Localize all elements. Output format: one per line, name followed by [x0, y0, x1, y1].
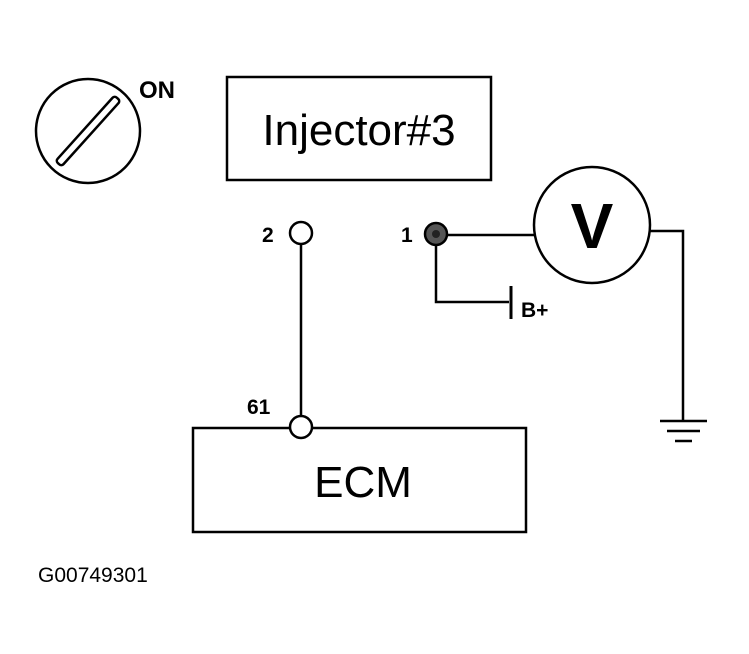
connector-pin-2: 2 — [262, 220, 314, 247]
wiring — [299, 229, 685, 421]
ignition-switch: ON — [34, 77, 175, 185]
injector-box — [225, 75, 493, 182]
pin-2-terminal — [288, 220, 314, 246]
connector-pin-1: 1 — [401, 221, 449, 247]
injector-component: Injector#3 — [225, 75, 493, 182]
battery-label: B+ — [521, 299, 548, 322]
ecm-component: ECM 61 — [191, 396, 528, 534]
ecm-label: ECM — [314, 458, 412, 507]
wire-voltmeter-to-ground — [650, 229, 685, 421]
ignition-key-slot-icon — [55, 95, 121, 167]
voltmeter: V — [532, 165, 652, 285]
wire-pin1-to-battery — [434, 245, 509, 304]
ground-icon — [660, 419, 707, 443]
figure-code: G00749301 — [38, 564, 148, 587]
ecm-pin-label: 61 — [247, 396, 271, 419]
pin-1-label: 1 — [401, 224, 413, 247]
ignition-on-label: ON — [139, 77, 175, 104]
injector-label: Injector#3 — [262, 106, 455, 155]
battery-supply: B+ — [509, 286, 548, 322]
voltmeter-circle — [532, 165, 652, 285]
voltmeter-symbol: V — [571, 190, 614, 262]
ecm-pin-terminal — [288, 414, 314, 440]
ecm-box — [191, 426, 528, 534]
pin-2-label: 2 — [262, 224, 274, 247]
